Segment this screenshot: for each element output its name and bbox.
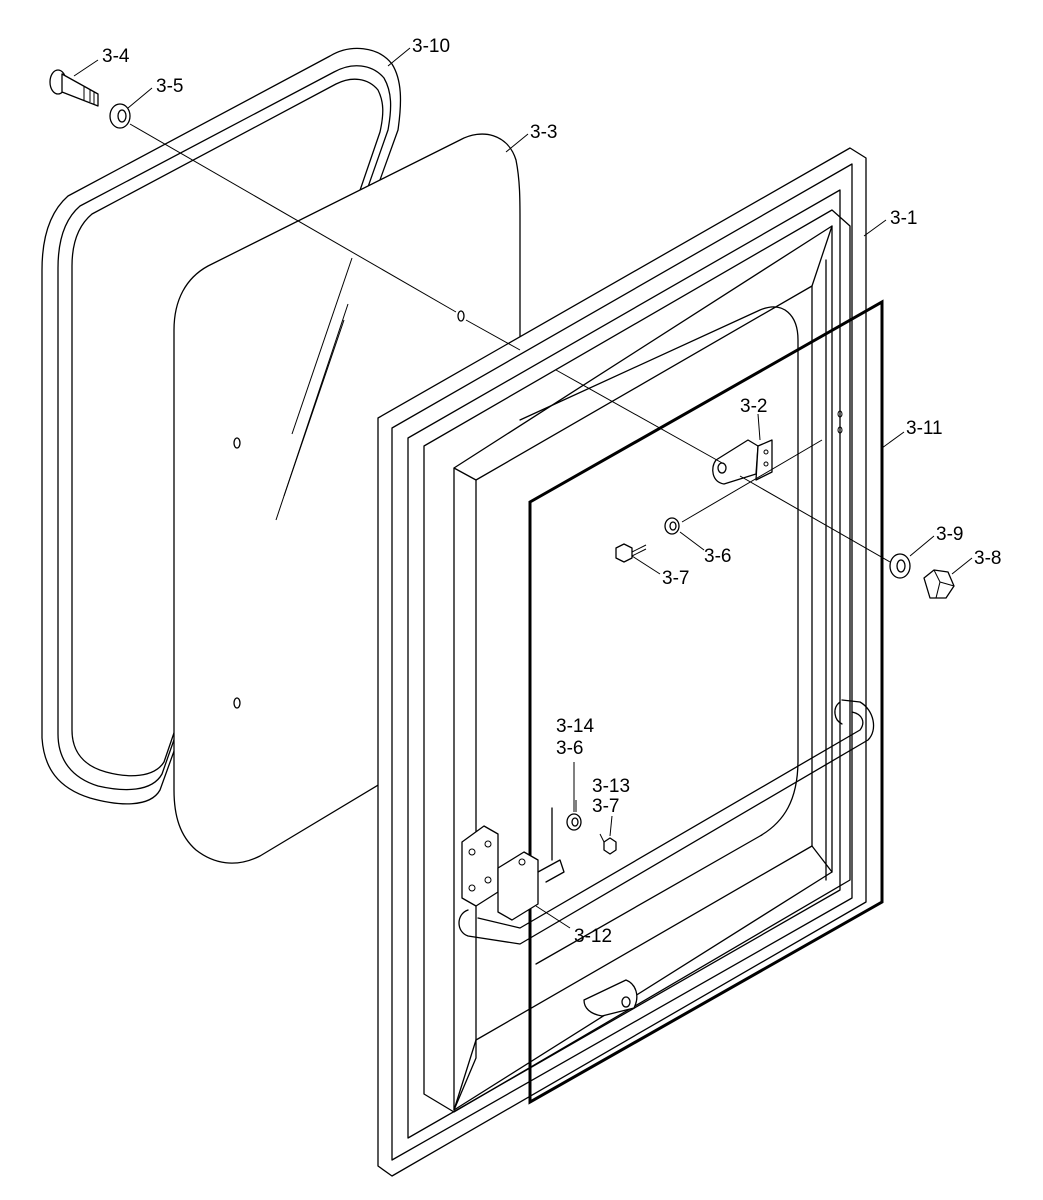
washer-large-part (889, 553, 911, 579)
callout-label: 3-12 (574, 926, 612, 947)
callout-label: 3-9 (936, 524, 963, 545)
callout-label: 3-5 (156, 76, 183, 97)
callout-label: 3-11 (906, 418, 943, 439)
hinge-bracket-part (712, 439, 773, 485)
callout-label: 3-8 (974, 548, 1001, 569)
callout-label: 3-14 (556, 716, 594, 737)
bottom-tab-part (583, 979, 638, 1017)
washer-lower-part (566, 813, 582, 831)
bolt-upper-part (615, 543, 647, 563)
callout-label: 3-4 (102, 46, 130, 67)
callout-label: 3-7 (662, 568, 689, 589)
callout-label: 3-6 (556, 738, 583, 759)
handle-bar-part (458, 699, 875, 945)
washer-part (109, 103, 131, 129)
latch-bracket-part (461, 807, 565, 921)
callout-labels: 3-4 3-5 3-10 3-3 3-1 3-2 3-11 3-9 3-8 3-… (102, 36, 1001, 947)
callout-label: 3-13 (592, 776, 630, 797)
assembly-axis-lines (129, 123, 891, 812)
callout-label: 3-10 (412, 36, 450, 57)
callout-label: 3-6 (704, 546, 731, 567)
leader-lines (73, 47, 973, 929)
callout-label: 3-3 (530, 122, 557, 143)
nut-part (923, 569, 955, 599)
bolt-part (49, 69, 99, 107)
callout-label: 3-2 (740, 396, 767, 417)
washer-upper-part (664, 517, 680, 535)
callout-label: 3-7 (592, 796, 619, 817)
door-frame-part (377, 147, 867, 1177)
callout-label: 3-1 (890, 208, 917, 229)
bolt-lower-part (599, 833, 617, 855)
seal-frame-part (41, 47, 402, 805)
